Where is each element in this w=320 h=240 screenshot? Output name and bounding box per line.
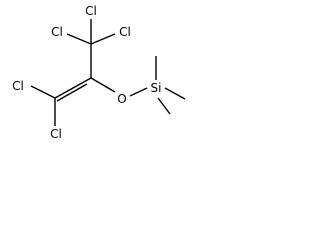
molecule-diagram: Cl Cl Cl Cl Cl O Si xyxy=(12,4,186,141)
bond-si-methyl-right xyxy=(164,87,186,100)
atom-label-oxygen: O xyxy=(117,92,126,106)
atom-label-cl-left: Cl xyxy=(51,25,63,39)
atom-label-cl-right: Cl xyxy=(119,25,131,39)
bond-ccl3-cl-right xyxy=(90,33,116,45)
molecule-canvas: Cl Cl Cl Cl Cl O Si xyxy=(0,0,192,158)
bond-alkene-double-2 xyxy=(56,83,88,102)
atom-label-cl-mid-left: Cl xyxy=(12,79,24,93)
atom-label-silicon: Si xyxy=(151,81,162,95)
atom-label-cl-bottom: Cl xyxy=(50,127,62,141)
bond-ccl3-cl-left xyxy=(66,33,92,45)
bond-o-to-si xyxy=(129,87,148,97)
atom-label-cl-top: Cl xyxy=(85,4,97,18)
atom-labels: Cl Cl Cl Cl Cl O Si xyxy=(12,4,161,141)
bond-alkene-double-1 xyxy=(54,77,92,99)
bonds xyxy=(30,19,186,126)
bond-si-methyl-down xyxy=(157,97,171,115)
bond-alkene-to-o xyxy=(90,77,116,93)
bond-ccl2-cl-upper xyxy=(30,85,56,99)
